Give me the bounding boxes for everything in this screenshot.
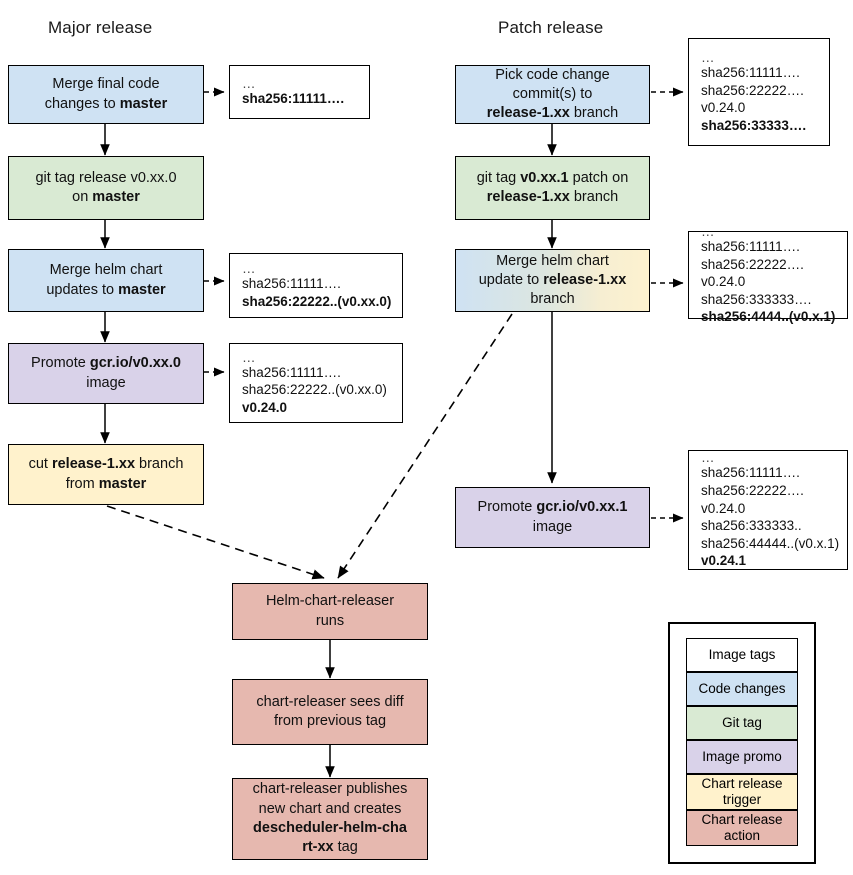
legend-item-label: Image promo bbox=[702, 748, 782, 764]
tagbox-line: v0.24.0 bbox=[701, 274, 746, 290]
tagbox-line: sha256:4444..(v0.x.1) bbox=[701, 309, 836, 325]
legend-item-chart-release-trigger: Chart release trigger bbox=[686, 774, 798, 810]
tagbox-line: sha256:11111…. bbox=[701, 239, 800, 255]
tagbox-line: … bbox=[701, 224, 716, 240]
legend-item-label: Code changes bbox=[698, 680, 786, 696]
tagbox-line: sha256:333333.. bbox=[701, 518, 802, 534]
legend-item-image-promo: Image promo bbox=[686, 740, 798, 774]
legend-item-label: Chart release trigger bbox=[701, 775, 783, 807]
tagbox-line: sha256:22222…. bbox=[701, 482, 804, 498]
tagbox-line: v0.24.0 bbox=[701, 500, 746, 516]
tagbox-line: sha256:11111…. bbox=[242, 276, 341, 292]
legend-item-chart-release-action: Chart release action bbox=[686, 810, 798, 846]
tagbox-line: sha256:11111…. bbox=[701, 465, 800, 481]
tagbox-line: sha256:11111…. bbox=[701, 64, 800, 80]
tagbox-line: sha256:11111…. bbox=[242, 91, 345, 107]
legend-item-label: Image tags bbox=[708, 646, 776, 662]
tagbox-line: sha256:22222…. bbox=[701, 256, 804, 272]
tagbox-line: sha256:22222…. bbox=[701, 82, 804, 98]
tagbox-line: v0.24.0 bbox=[242, 399, 288, 415]
tagbox-line: … bbox=[701, 450, 716, 466]
legend-item-label: Git tag bbox=[722, 714, 762, 730]
legend-panel: Image tags Code changes Git tag Image pr… bbox=[668, 622, 816, 864]
legend-item-code-changes: Code changes bbox=[686, 672, 798, 706]
tagbox-after-merge-helm-chart-updates: …sha256:11111….sha256:22222..(v0.xx.0) bbox=[229, 253, 403, 318]
tagbox-line: … bbox=[701, 49, 716, 65]
tagbox-line: … bbox=[242, 349, 257, 365]
tagbox-line: v0.24.0 bbox=[701, 100, 746, 116]
column-title-major-release: Major release bbox=[48, 18, 153, 37]
tagbox-line: sha256:44444..(v0.x.1) bbox=[701, 535, 840, 551]
tagbox-after-promote-image-patch: …sha256:11111….sha256:22222…. v0.24.0 sha2… bbox=[688, 450, 848, 570]
legend-item-label: Chart release action bbox=[701, 811, 783, 843]
tagbox-line: sha256:333333…. bbox=[701, 291, 812, 307]
column-title-patch-release: Patch release bbox=[498, 18, 604, 37]
tagbox-line: … bbox=[242, 76, 257, 92]
tagbox-line: sha256:22222..(v0.xx.0) bbox=[242, 382, 387, 398]
tagbox-after-promote-image-major: …sha256:11111…. sha256:22222..(v0.xx.0)v0… bbox=[229, 343, 403, 423]
legend-item-git-tag: Git tag bbox=[686, 706, 798, 740]
tagbox-after-merge-final-code: …sha256:11111…. bbox=[229, 65, 370, 119]
legend-item-image-tags: Image tags bbox=[686, 638, 798, 672]
tagbox-line: … bbox=[242, 260, 257, 276]
tagbox-line: v0.24.1 bbox=[701, 553, 747, 569]
tagbox-line: sha256:11111…. bbox=[242, 364, 341, 380]
tagbox-line: sha256:22222..(v0.xx.0) bbox=[242, 293, 392, 309]
tagbox-line: sha256:33333…. bbox=[701, 117, 807, 133]
